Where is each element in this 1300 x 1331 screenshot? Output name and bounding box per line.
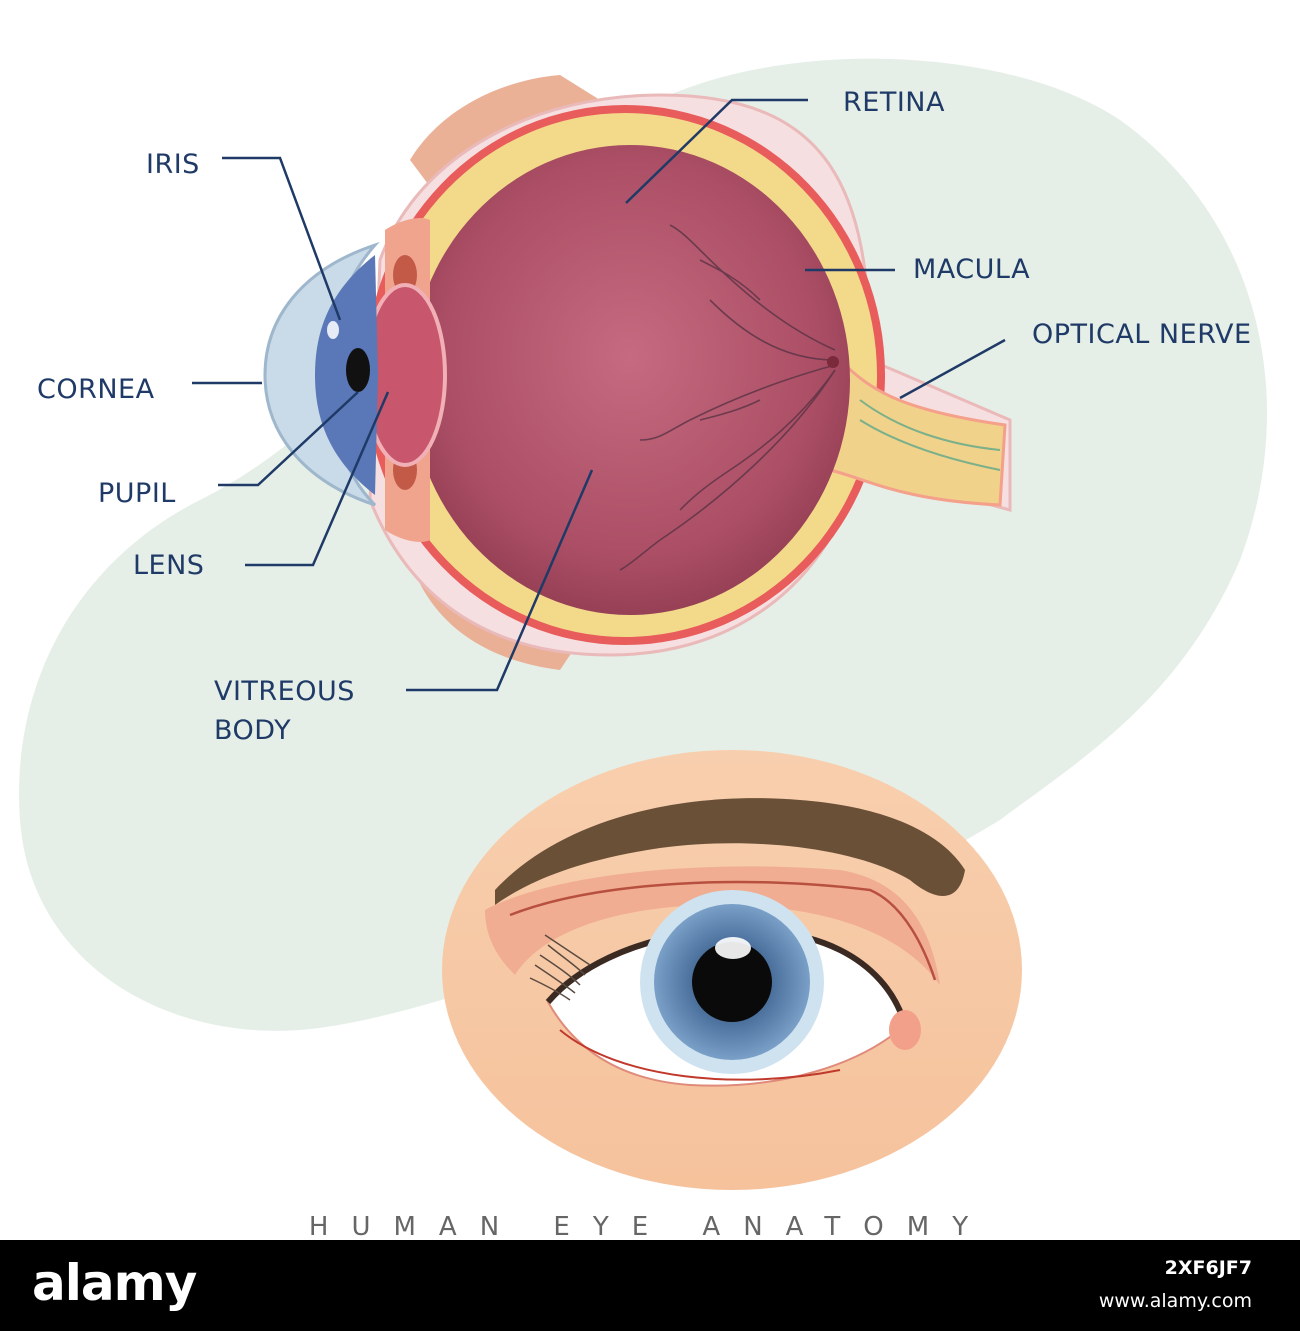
- label-optical-nerve: OPTICAL NERVE: [1032, 319, 1252, 350]
- upper-eyelid: [485, 866, 940, 985]
- eyebrow: [495, 798, 965, 905]
- eye-cross-section: [263, 75, 1012, 670]
- label-pupil: PUPIL: [98, 478, 176, 509]
- stock-logo: alamy: [32, 1254, 197, 1312]
- vitreous-leader: [406, 469, 594, 692]
- retina-leader: [625, 98, 808, 204]
- label-vitreous-body: VITREOUS BODY: [214, 672, 355, 750]
- eye-diagram: [19, 58, 1267, 1190]
- optic-nerve-shape: [828, 356, 1007, 507]
- pupil-leader: [218, 391, 359, 487]
- stock-url: www.alamy.com: [1098, 1290, 1252, 1312]
- front-pupil: [692, 942, 772, 1022]
- tear-duct: [889, 1010, 921, 1050]
- label-macula: MACULA: [913, 254, 1031, 285]
- vitreous-shape: [410, 145, 850, 615]
- stock-id: 2XF6JF7: [1164, 1257, 1252, 1279]
- label-cornea: CORNEA: [37, 374, 155, 405]
- label-lens: LENS: [133, 550, 205, 581]
- lens-leader: [245, 391, 390, 567]
- retina-vessels: [619, 224, 836, 571]
- eyelashes: [529, 934, 591, 1001]
- iris-leader: [222, 156, 342, 321]
- leader-lines: [192, 98, 1006, 692]
- label-vitreous-line1: VITREOUS: [214, 676, 355, 707]
- label-retina: RETINA: [843, 87, 945, 118]
- label-vitreous-line2: BODY: [214, 715, 292, 747]
- eye-front-view: [442, 750, 1022, 1190]
- label-iris: IRIS: [146, 149, 200, 180]
- stock-footer-bar: [0, 1240, 1300, 1331]
- diagram-title: HUMAN EYE ANATOMY: [308, 1212, 992, 1242]
- optical-nerve-leader: [899, 338, 1006, 400]
